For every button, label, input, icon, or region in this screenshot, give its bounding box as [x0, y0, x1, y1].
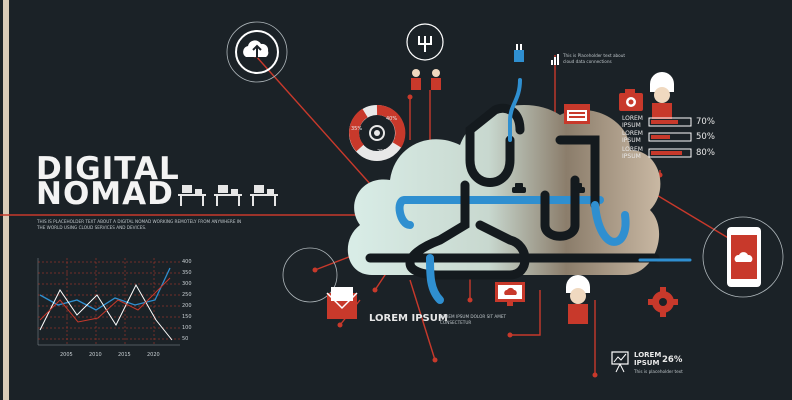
- man-icon: [650, 72, 674, 119]
- battery-bars: [648, 117, 692, 158]
- presentation-icon: [611, 351, 629, 373]
- title-line-2: NOMAD: [36, 176, 174, 212]
- monitor-icon: [495, 282, 525, 306]
- cloud-pipes: [365, 78, 692, 304]
- ytick-2: 350: [182, 270, 192, 276]
- car-icons: [512, 183, 585, 193]
- browser-icon: [564, 104, 590, 124]
- body-text: THIS IS PLACEHOLDER TEXT ABOUT A DIGITAL…: [37, 219, 242, 230]
- ytick-5: 200: [182, 303, 192, 309]
- bottom-right-pct: 26%: [662, 355, 683, 365]
- man-laptop-icon: [566, 275, 590, 324]
- center-fine-text: LOREM IPSUM DOLOR SIT AMET CONSECTETUR: [440, 314, 507, 325]
- plug-icon: [514, 44, 524, 62]
- center-label: LOREM IPSUM: [369, 313, 448, 324]
- ytick-6: 150: [182, 314, 192, 320]
- battery-label-3: LOREM IPSUM: [622, 146, 643, 160]
- gear-icon: [648, 287, 678, 317]
- bottom-right-label-2: IPSUM: [634, 359, 660, 367]
- smartphone-icon: [702, 216, 784, 298]
- year-3: 2015: [118, 352, 131, 358]
- battery-label-1: LOREM IPSUM: [622, 115, 643, 129]
- ytick-3: 300: [182, 281, 192, 287]
- ytick-4: 250: [182, 292, 192, 298]
- ytick-7: 100: [182, 325, 192, 331]
- donut-chart: [349, 104, 406, 161]
- battery-label-2: LOREM IPSUM: [622, 130, 643, 144]
- ytick-1: 400: [182, 259, 192, 265]
- bottom-right-label-1: LOREM: [634, 351, 662, 359]
- camera-icon: [619, 89, 643, 111]
- year-1: 2005: [60, 352, 73, 358]
- left-stripe: [3, 0, 9, 400]
- donut-pct-2: 40%: [386, 116, 398, 122]
- small-bar-icon: [551, 54, 559, 65]
- cloud-shape: [347, 105, 661, 275]
- top-note: This is Placeholder text about cloud dat…: [563, 53, 626, 64]
- battery-pct-3: 80%: [696, 148, 715, 158]
- bottom-right-fine: This is placeholder text: [634, 369, 683, 374]
- ytick-8: 50: [182, 336, 189, 342]
- year-2: 2010: [89, 352, 102, 358]
- fork-icon: [406, 23, 444, 61]
- cloud-upload-icon: [226, 21, 288, 83]
- battery-pct-1: 70%: [696, 117, 715, 127]
- year-4: 2020: [147, 352, 160, 358]
- donut-pct-1: 35%: [351, 126, 363, 132]
- people-icon: [411, 69, 441, 90]
- battery-pct-2: 50%: [696, 132, 715, 142]
- desks-icon: [178, 185, 278, 206]
- line-chart: [37, 258, 180, 346]
- email-icon: [282, 247, 358, 319]
- title-line-1: DIGITAL: [36, 151, 180, 187]
- donut-pct-3: 25%: [377, 149, 389, 155]
